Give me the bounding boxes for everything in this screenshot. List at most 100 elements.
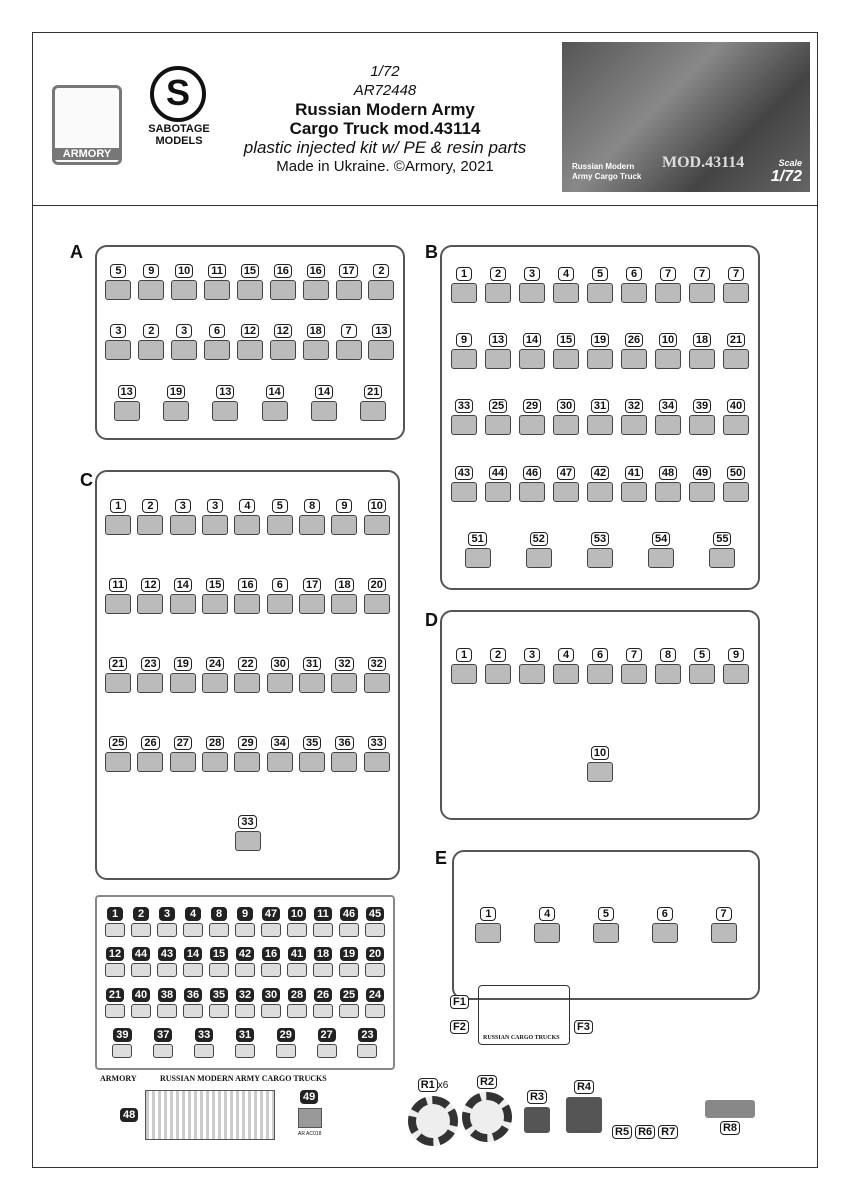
part: 14 [519, 333, 545, 370]
part-shape [138, 340, 165, 361]
part-shape [689, 481, 715, 502]
subtitle: plastic injected kit w/ PE & resin parts [243, 138, 527, 157]
part: 3 [171, 324, 198, 361]
part: 1 [105, 498, 132, 535]
part: 24 [202, 656, 229, 693]
part: 45 [365, 907, 385, 938]
part-number: 30 [261, 987, 281, 1002]
part: 43 [157, 947, 177, 978]
part: 9 [451, 333, 477, 370]
part-number: 14 [314, 384, 334, 399]
part-number: 12 [273, 324, 292, 339]
part-shape [137, 514, 164, 535]
part-number: 18 [306, 324, 325, 339]
part-shape [235, 963, 255, 978]
part-number: 6 [626, 267, 642, 282]
part-number: 8 [304, 498, 321, 513]
part-number: 21 [364, 384, 383, 399]
part-shape [209, 963, 229, 978]
resin-label: R3 [526, 1090, 548, 1104]
part: 10 [363, 498, 390, 535]
part-shape [689, 415, 715, 436]
part: 8 [655, 648, 681, 684]
part-shape [171, 280, 198, 301]
part: 33 [451, 399, 477, 436]
part: 21 [105, 987, 125, 1018]
part: 28 [202, 736, 229, 773]
kit-title-block: 1/72 AR72448 Russian Modern Army Cargo T… [215, 62, 555, 176]
part-shape [621, 349, 647, 370]
part-number: 33 [367, 736, 386, 751]
part-number: 37 [154, 1027, 173, 1042]
part-shape [689, 349, 715, 370]
part: 12 [269, 324, 296, 361]
part: 21 [360, 384, 387, 421]
part-shape [105, 280, 132, 301]
part: 32 [621, 399, 647, 436]
part-shape [183, 923, 203, 938]
part-shape [710, 923, 737, 943]
sprue-letter-e: E [435, 848, 448, 868]
part: 12 [137, 577, 164, 614]
part-number: 13 [488, 333, 508, 348]
part: 24 [365, 987, 385, 1018]
scale-label: Scale [778, 158, 802, 168]
part-shape [266, 752, 293, 773]
part-number: 8 [660, 648, 676, 662]
part-number: 39 [113, 1027, 132, 1042]
part-shape [261, 1003, 281, 1018]
part: 26 [137, 736, 164, 773]
part: 44 [485, 465, 511, 502]
part: 11 [105, 577, 132, 614]
part: 42 [235, 947, 255, 978]
part-shape [485, 664, 511, 684]
part-number: 30 [556, 399, 576, 414]
resin-label: R8 [719, 1121, 741, 1135]
part: 2 [137, 498, 164, 535]
part: 15 [236, 264, 263, 301]
part-shape [587, 664, 613, 684]
part-shape [587, 415, 613, 436]
part-number: 3 [174, 498, 191, 513]
part-shape [648, 547, 675, 568]
part-number: 33 [238, 815, 257, 830]
part-shape [335, 280, 362, 301]
part: 25 [105, 736, 132, 773]
part: 15 [202, 577, 229, 614]
part-shape [525, 547, 552, 568]
part-number: 21 [726, 333, 746, 348]
part-number: 2 [143, 324, 160, 339]
part-shape [553, 415, 579, 436]
part-number: 17 [303, 577, 322, 592]
part-number: 9 [237, 907, 253, 922]
part-shape [275, 1043, 296, 1058]
part-number: 8 [211, 907, 227, 922]
part-shape [363, 672, 390, 693]
title-line-2: Cargo Truck mod.43114 [289, 119, 481, 138]
part: 21 [105, 656, 132, 693]
part-number: 23 [141, 656, 160, 671]
part: 53 [586, 531, 613, 568]
part-shape [169, 514, 196, 535]
part-number: 7 [340, 324, 357, 339]
armory-logo-text: ARMORY [55, 148, 119, 160]
part-number: 33 [194, 1027, 214, 1042]
part: 4 [183, 907, 203, 938]
jerrycans-shape [705, 1100, 755, 1118]
part-shape [261, 923, 281, 938]
part-number: 7 [660, 267, 676, 282]
part-number: 10 [367, 498, 386, 513]
part: 54 [648, 531, 675, 568]
part-number: 9 [728, 648, 744, 662]
part: 4 [553, 648, 579, 684]
part: 47 [261, 907, 281, 938]
part: 28 [287, 987, 307, 1018]
part-shape [365, 1003, 385, 1018]
part-number: 26 [313, 987, 333, 1002]
part-number: 39 [692, 399, 712, 414]
title-line-1: Russian Modern Army [295, 100, 475, 119]
decal-small-text: AR AC018 [298, 1131, 322, 1137]
part-shape [202, 672, 229, 693]
